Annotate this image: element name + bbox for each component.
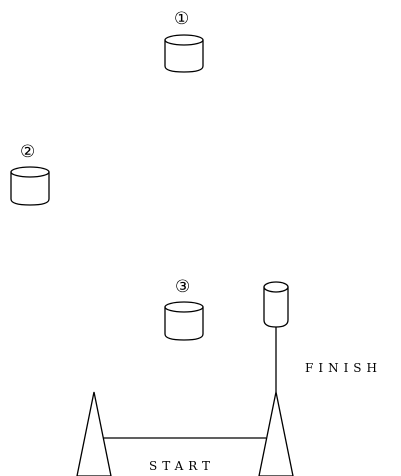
cone-3 — [165, 302, 203, 340]
marker-label-2: ② — [20, 142, 35, 162]
marker-label-3: ③ — [175, 277, 190, 297]
cone-1 — [165, 35, 203, 72]
finish-pole — [264, 282, 288, 392]
cone-2 — [11, 167, 49, 205]
start-label: START — [149, 459, 215, 473]
start-flag-left — [77, 392, 111, 476]
start-flag-right — [259, 392, 293, 476]
finish-label: FINISH — [305, 361, 382, 375]
marker-label-1: ① — [174, 9, 189, 29]
